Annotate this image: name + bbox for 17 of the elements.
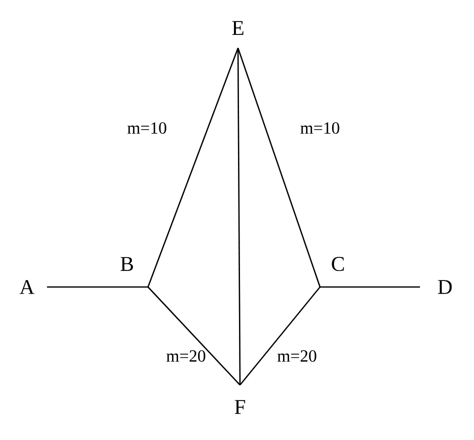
edge-label: m=10 — [300, 122, 340, 134]
edge-label: m=20 — [277, 350, 316, 362]
vertex-label: E — [232, 21, 244, 35]
edge-label: m=20 — [166, 350, 206, 362]
line — [240, 286, 320, 386]
line — [47, 286, 148, 288]
vertex-label: C — [332, 256, 344, 272]
line — [237, 48, 321, 288]
line — [147, 48, 239, 288]
edge-label: m=10 — [127, 122, 166, 134]
vertex-label: A — [20, 280, 34, 294]
line — [237, 48, 241, 385]
vertex-label: F — [234, 400, 246, 414]
line — [320, 286, 420, 288]
vertex-label: D — [438, 280, 452, 294]
line — [148, 286, 240, 386]
vertex-label: B — [120, 257, 133, 271]
